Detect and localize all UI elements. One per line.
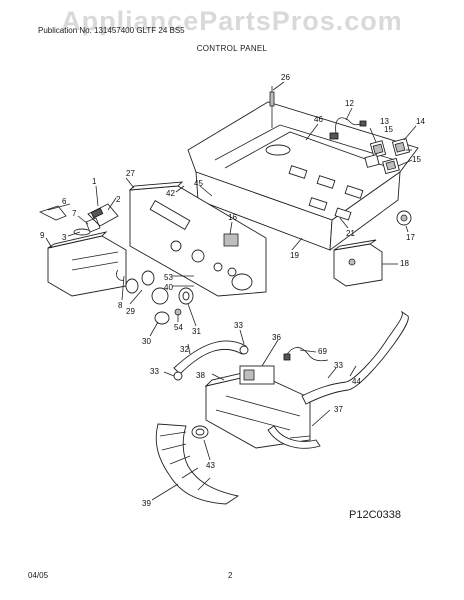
callout-43: 43 bbox=[206, 461, 215, 470]
callout-45: 45 bbox=[194, 179, 203, 188]
callout-21: 21 bbox=[346, 229, 355, 238]
callout-9: 9 bbox=[40, 231, 45, 240]
callout-19: 19 bbox=[290, 251, 299, 260]
dispenser-drawer bbox=[38, 203, 127, 297]
callout-15-upper: 15 bbox=[384, 125, 393, 134]
callout-40: 40 bbox=[164, 283, 173, 292]
callout-53: 53 bbox=[164, 273, 173, 282]
callout-54: 54 bbox=[174, 323, 183, 332]
callout-3: 3 bbox=[62, 233, 67, 242]
watermark: AppliancePartsPros.com bbox=[61, 6, 403, 36]
callout-46: 46 bbox=[314, 115, 323, 124]
model-text: GLTF 24 BS5 bbox=[136, 26, 185, 35]
callout-6: 6 bbox=[62, 197, 67, 206]
control-frame bbox=[187, 86, 419, 251]
page-number: 2 bbox=[228, 571, 233, 580]
callout-33-top: 33 bbox=[234, 321, 243, 330]
callout-27: 27 bbox=[126, 169, 135, 178]
water-inlet-assembly bbox=[204, 310, 409, 449]
callout-1: 1 bbox=[92, 177, 97, 186]
callout-7: 7 bbox=[72, 209, 77, 218]
wire-harness bbox=[329, 117, 411, 175]
callout-38: 38 bbox=[196, 371, 205, 380]
callout-36: 36 bbox=[272, 333, 281, 342]
callout-15-lower: 15 bbox=[412, 155, 421, 164]
callout-2: 2 bbox=[116, 195, 121, 204]
callout-13: 13 bbox=[380, 117, 389, 126]
control-panel bbox=[128, 181, 267, 297]
callout-44: 44 bbox=[352, 377, 361, 386]
publication-header: Publication No. 131457400 GLTF 24 BS5 bbox=[38, 26, 185, 35]
callout-16: 16 bbox=[228, 213, 237, 222]
callout-32: 32 bbox=[180, 345, 189, 354]
diagram-code: P12C0338 bbox=[349, 509, 401, 521]
callout-37: 37 bbox=[334, 405, 343, 414]
callout-layer: 26 12 46 13 14 15 15 1 27 42 45 6 7 2 16… bbox=[40, 73, 425, 508]
timer-assembly bbox=[333, 210, 412, 287]
callout-33-left: 33 bbox=[150, 367, 159, 376]
callout-12: 12 bbox=[345, 99, 354, 108]
callout-31: 31 bbox=[192, 327, 201, 336]
callout-8: 8 bbox=[118, 301, 123, 310]
callout-33-right: 33 bbox=[334, 361, 343, 370]
publication-text: Publication No. 131457400 bbox=[38, 26, 135, 35]
knobs bbox=[125, 270, 194, 325]
callout-14: 14 bbox=[416, 117, 425, 126]
callout-30: 30 bbox=[142, 337, 151, 346]
page-title: CONTROL PANEL bbox=[196, 44, 268, 53]
bellows-hose bbox=[155, 423, 240, 505]
callout-29: 29 bbox=[126, 307, 135, 316]
callout-17: 17 bbox=[406, 233, 415, 242]
inlet-hose bbox=[173, 340, 249, 381]
callout-42: 42 bbox=[166, 189, 175, 198]
callout-18: 18 bbox=[400, 259, 409, 268]
callout-39: 39 bbox=[142, 499, 151, 508]
callout-69: 69 bbox=[318, 347, 327, 356]
footer-date: 04/05 bbox=[28, 571, 49, 580]
callout-26: 26 bbox=[281, 73, 290, 82]
